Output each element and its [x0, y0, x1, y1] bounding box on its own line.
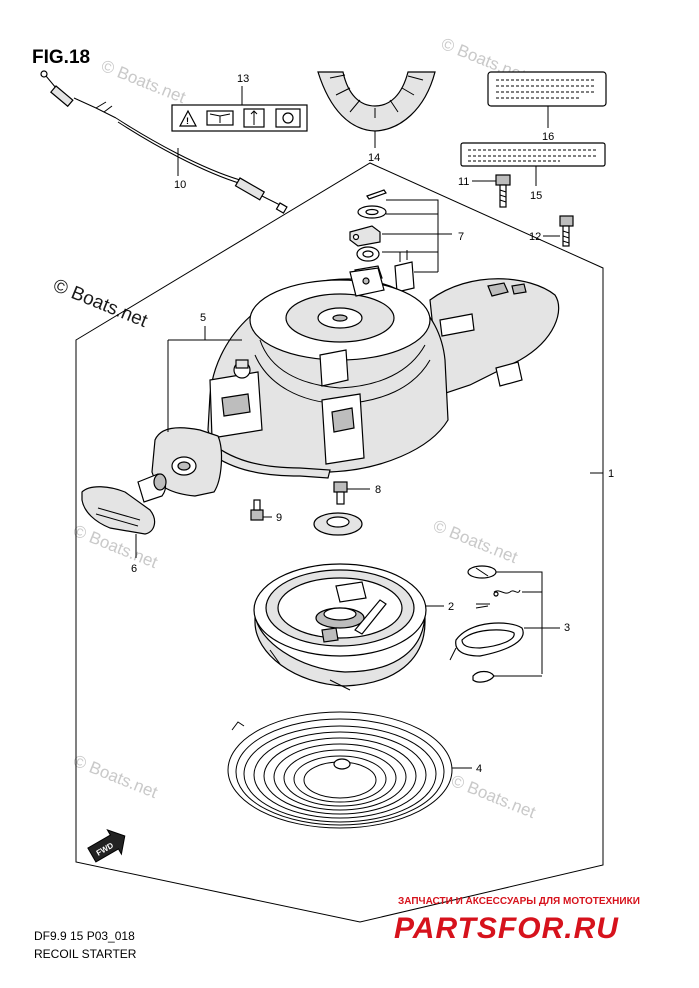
- part-8-bolt: [333, 481, 348, 505]
- callout-5: 5: [200, 312, 206, 324]
- ratchet-disc: [313, 512, 363, 536]
- part-15-label: [460, 142, 606, 167]
- part-6-handle: [81, 473, 167, 535]
- callout-4: 4: [476, 763, 482, 775]
- part-5-grommet: [151, 427, 223, 497]
- assembly-outline: [75, 162, 604, 923]
- fwd-arrow-icon: FWD: [87, 828, 126, 863]
- part-12-bolt: [559, 215, 574, 247]
- callout-14: 14: [368, 152, 380, 164]
- callout-7: 7: [458, 231, 464, 243]
- part-9-bolt: [250, 499, 264, 521]
- vendor-tagline: ЗАПЧАСТИ И АКСЕССУАРЫ ДЛЯ МОТОТЕХНИКИ: [398, 896, 640, 907]
- part-16-label: [487, 71, 607, 107]
- callout-11: 11: [458, 176, 469, 188]
- leader-line: [382, 199, 452, 273]
- leader-line: [494, 571, 560, 677]
- figure-caption: RECOIL STARTER: [34, 947, 137, 961]
- part-11-bolt: [495, 174, 511, 208]
- watermark: © Boats.net: [71, 751, 161, 802]
- callout-2: 2: [448, 601, 454, 613]
- callout-12: 12: [529, 231, 541, 243]
- leader-line: [167, 326, 242, 432]
- part-1-starter-case: [205, 267, 560, 479]
- svg-text:!: !: [186, 116, 189, 126]
- model-code: DF9.9 15 P03_018: [34, 929, 135, 943]
- watermark: © Boats.net: [99, 56, 189, 107]
- vendor-logo: PARTSFOR.RU: [394, 912, 619, 945]
- part-3-pawl-kit: [449, 565, 524, 683]
- part-13-warning-label: !: [171, 104, 308, 132]
- callout-8: 8: [375, 484, 381, 496]
- callout-6: 6: [131, 563, 137, 575]
- part-4-spring: [227, 711, 453, 829]
- callout-1: 1: [608, 468, 614, 480]
- watermark: © Boats.net: [449, 771, 539, 822]
- callout-3: 3: [564, 622, 570, 634]
- part-2-reel: [253, 563, 427, 691]
- callout-13: 13: [237, 73, 249, 85]
- callout-10: 10: [174, 179, 186, 191]
- watermark: © Boats.net: [431, 516, 521, 567]
- part-14-decal: [317, 71, 436, 132]
- callout-9: 9: [276, 512, 282, 524]
- callout-16: 16: [542, 131, 554, 143]
- figure-title: FIG.18: [32, 47, 90, 68]
- callout-15: 15: [530, 190, 542, 202]
